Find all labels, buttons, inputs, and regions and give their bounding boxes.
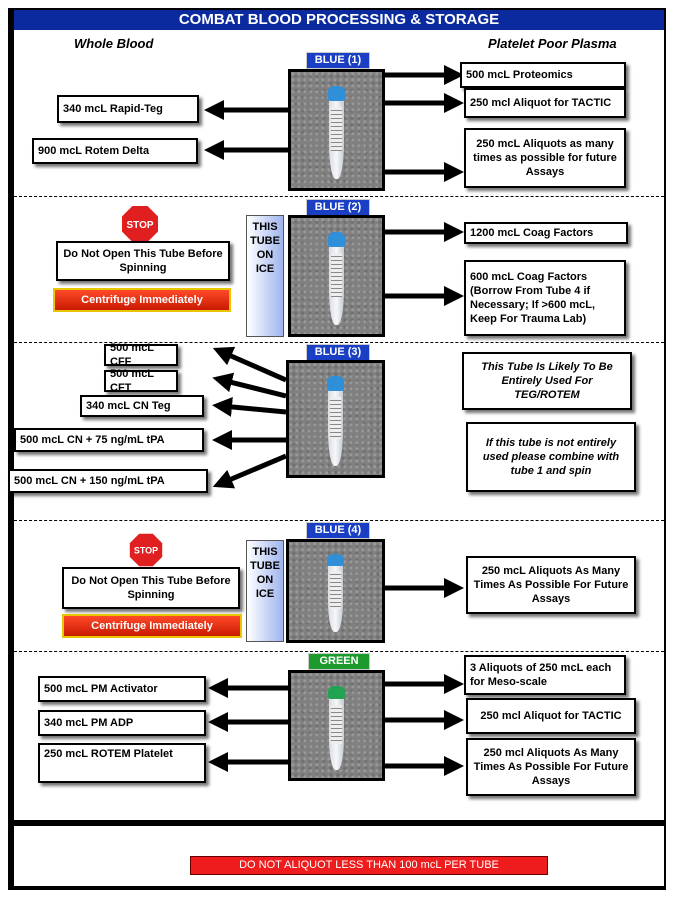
section-divider (14, 196, 664, 197)
centrifuge-immediately-label: Centrifuge Immediately (62, 614, 242, 638)
tube-photo-green (288, 670, 385, 781)
tube-tag-blue-2: BLUE (2) (306, 199, 370, 216)
blood-tube-icon (326, 376, 345, 467)
tube-photo-blue-2 (288, 215, 385, 337)
plasma-item: 600 mcL Coag Factors (Borrow From Tube 4… (464, 260, 626, 336)
plasma-item: 250 mcl Aliquot for TACTIC (466, 698, 636, 734)
arrow (212, 396, 287, 417)
stop-sign-icon: STOP (128, 532, 164, 568)
whole-blood-header: Whole Blood (74, 36, 154, 51)
tube-combine-note: If this tube is not entirely used please… (466, 422, 636, 492)
stop-sign-icon: STOP (120, 204, 160, 244)
arrow (212, 372, 287, 399)
tube-photo-blue-1 (288, 69, 385, 191)
tube-tag-green: GREEN (308, 653, 370, 670)
do-not-open-warning: Do Not Open This Tube Before Spinning (56, 241, 230, 281)
blood-tube-icon (328, 85, 345, 179)
tube-photo-blue-3 (286, 360, 385, 478)
page-title: COMBAT BLOOD PROCESSING & STORAGE (14, 10, 664, 30)
blood-tube-icon (328, 685, 345, 770)
blood-tube-icon (328, 231, 345, 325)
whole-blood-item: 340 mcL Rapid-Teg (57, 95, 199, 123)
tube-tag-blue-3: BLUE (3) (306, 344, 370, 361)
centrifuge-immediately-label: Centrifuge Immediately (53, 288, 231, 312)
section-divider (14, 520, 664, 521)
stop-sign-text: STOP (134, 546, 158, 556)
section-divider (14, 651, 664, 652)
stop-sign-text: STOP (126, 220, 153, 231)
plasma-item: 1200 mcL Coag Factors (464, 222, 628, 244)
whole-blood-item: 500 mcL CN + 75 ng/mL tPA (14, 428, 204, 452)
whole-blood-item: 340 mcL PM ADP (38, 710, 206, 736)
plasma-item: 250 mcL Aliquots as many times as possib… (464, 128, 626, 188)
arrow (212, 453, 287, 489)
arrow (212, 346, 288, 383)
plasma-item: 250 mcL Aliquots As Many Times As Possib… (466, 556, 636, 614)
plasma-item: 250 mcl Aliquots As Many Times As Possib… (466, 738, 636, 796)
blood-tube-icon (326, 553, 345, 633)
whole-blood-item: 500 mcL CN + 150 ng/mL tPA (8, 469, 208, 493)
platelet-poor-plasma-header: Platelet Poor Plasma (488, 36, 617, 51)
section-divider (14, 342, 664, 343)
plasma-item: 500 mcL Proteomics (460, 62, 626, 88)
whole-blood-item: 500 mcL CFT (104, 368, 178, 394)
tube-tag-blue-1: BLUE (1) (306, 52, 370, 69)
do-not-open-warning: Do Not Open This Tube Before Spinning (62, 567, 240, 609)
tube-tag-blue-4: BLUE (4) (306, 522, 370, 539)
whole-blood-item: 900 mcL Rotem Delta (32, 138, 198, 164)
whole-blood-item: 500 mcL PM Activator (38, 676, 206, 702)
on-ice-label: THIS TUBE ON ICE (246, 215, 284, 337)
whole-blood-item: 340 mcL CN Teg (80, 395, 204, 417)
tube-photo-blue-4 (286, 539, 385, 643)
tube-usage-note: This Tube Is Likely To Be Entirely Used … (462, 352, 632, 410)
whole-blood-item: 500 mcL CFF (104, 342, 178, 368)
whole-blood-item: 250 mcL ROTEM Platelet (38, 743, 206, 783)
plasma-item: 3 Aliquots of 250 mcL each for Meso-scal… (464, 655, 626, 695)
minimum-aliquot-warning: DO NOT ALIQUOT LESS THAN 100 mcL PER TUB… (190, 856, 548, 875)
on-ice-label: THIS TUBE ON ICE (246, 540, 284, 642)
plasma-item: 250 mcl Aliquot for TACTIC (464, 88, 626, 118)
